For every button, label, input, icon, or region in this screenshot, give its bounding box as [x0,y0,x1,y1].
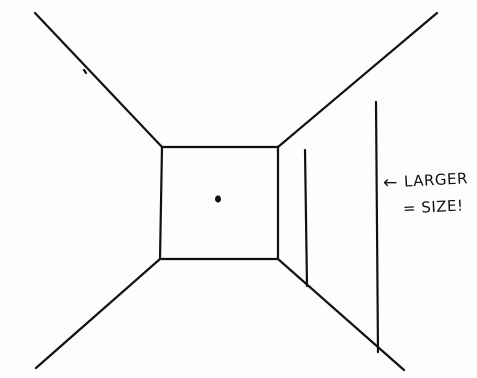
near-vertical-line [305,150,307,286]
stray-mark [84,70,86,73]
upper-left-edge [35,13,162,147]
far-vertical-line [376,102,378,352]
lower-left-edge [36,259,160,368]
lower-right-edge [278,259,404,370]
back-wall [160,147,278,259]
annotation-line-2: = SIZE! [403,196,464,217]
left-arrow-icon: ← [383,173,397,193]
annotation-line-1: LARGER [404,169,469,190]
back-wall-dot [215,195,221,202]
upper-right-edge [278,13,437,147]
